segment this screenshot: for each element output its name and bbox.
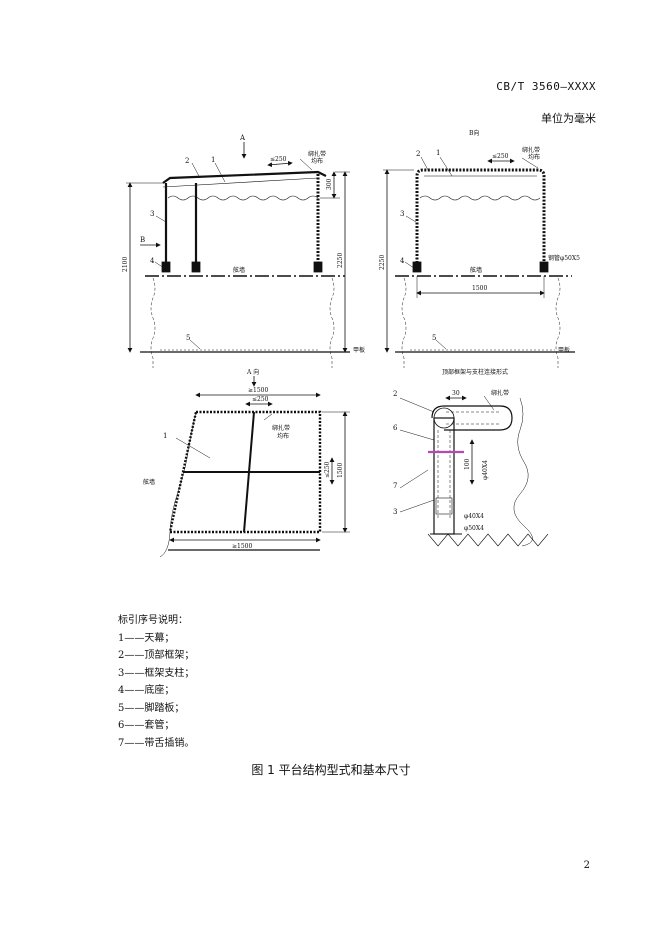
legend-item: 4——底座； (118, 685, 175, 696)
front-callout-3: 3 (150, 210, 154, 218)
plan-top-min-dim: ≥1500 (248, 387, 268, 394)
detail-callout-6: 6 (393, 424, 398, 432)
unit-note: 单位为毫米 (541, 112, 596, 125)
side-deck-label: 甲板 (558, 346, 570, 354)
detail-pipe-top-label: φ40X4 (482, 460, 489, 480)
side-direction-label: B向 (469, 129, 479, 137)
legend-item: 2——顶部框架； (118, 650, 195, 661)
detail-callout-7: 7 (393, 482, 397, 490)
plan-spacing-dim: ≤250 (252, 396, 269, 403)
detail-callout-2: 2 (393, 390, 397, 398)
side-spacing-dim: ≤250 (492, 153, 509, 160)
legend-item: 1——天幕； (118, 632, 175, 644)
standard-code: CB/T 3560—XXXX (496, 80, 596, 93)
side-view (383, 156, 575, 368)
detail-dim-30: 30 (452, 390, 460, 397)
legend-item: 5——脚踏板； (118, 702, 185, 714)
front-view (126, 142, 350, 368)
side-width-dim: 1500 (472, 285, 487, 292)
front-spacing-dim: ≤250 (270, 156, 287, 163)
front-callout-b: B (140, 236, 145, 244)
detail-title: 顶部框架与支柱连接形式 (442, 368, 508, 376)
plan-bulwark-label: 舷墙 (143, 478, 155, 486)
legend-item: 6——套管； (118, 720, 175, 731)
front-deck-label: 甲板 (353, 346, 365, 354)
legend-title: 标引序号说明： (118, 615, 188, 626)
side-callout-1: 1 (436, 149, 440, 157)
front-callout-2: 2 (185, 157, 189, 165)
front-view-labels: A 2 1 3 B 4 5 绑扎带 均布 ≤250 2100 2250 300 … (122, 134, 365, 354)
side-pipe-label: 钢管φ50X5 (548, 254, 580, 262)
front-bulwark-label: 舷墙 (233, 266, 245, 274)
detail-view (399, 395, 549, 547)
detail-view-labels: 顶部框架与支柱连接形式 2 6 7 3 30 绑扎带 100 φ40X4 φ40… (393, 368, 509, 532)
side-height-dim: 2250 (379, 255, 386, 270)
figure-caption: 图 1 平台结构型式和基本尺寸 (251, 763, 411, 777)
legend-item: 3——框架支柱； (118, 667, 195, 679)
side-view-labels: B向 2 1 3 4 5 绑扎带 均布 ≤250 2250 1500 舷墙 甲板… (379, 129, 580, 354)
side-callout-2: 2 (416, 150, 420, 158)
front-callout-4: 4 (150, 257, 155, 265)
front-binding-note: 绑扎带 (308, 150, 326, 158)
side-binding-note: 绑扎带 (522, 146, 540, 154)
plan-even-note: 均布 (277, 432, 289, 440)
side-even-note: 均布 (528, 153, 540, 161)
detail-binding-note: 绑扎带 (491, 389, 509, 397)
front-direction-label: A (239, 134, 246, 142)
detail-dim-100: 100 (464, 458, 471, 470)
side-callout-3: 3 (400, 210, 404, 218)
front-top-dim: 300 (326, 178, 333, 190)
plan-depth-dim: 1500 (337, 463, 344, 478)
page-number: 2 (583, 860, 590, 871)
detail-pipe-mid-label: φ40X4 (464, 513, 484, 520)
plan-callout-1: 1 (163, 432, 167, 440)
side-callout-4: 4 (400, 257, 405, 265)
plan-view (159, 376, 350, 558)
plan-direction-label: A 向 (246, 368, 259, 376)
front-callout-5: 5 (186, 334, 190, 342)
detail-pipe-bottom-label: φ50X4 (464, 525, 484, 532)
front-even-note: 均布 (311, 157, 323, 165)
plan-view-labels: A 向 1 ≥1500 ≤250 ≥1500 1500 ≤250 绑扎带 均布 … (143, 368, 344, 550)
side-callout-5: 5 (432, 334, 436, 342)
side-bulwark-label: 舷墙 (470, 266, 482, 274)
front-total-dim: 2250 (337, 253, 344, 268)
plan-binding-note: 绑扎带 (272, 424, 290, 432)
front-height-dim: 2100 (122, 257, 129, 272)
front-callout-1: 1 (211, 156, 215, 164)
detail-callout-3: 3 (393, 508, 397, 516)
legend-item: 7——带舌插销。 (118, 737, 195, 749)
plan-side-dim: ≤250 (324, 461, 331, 478)
plan-bottom-min-dim: ≥1500 (232, 543, 252, 550)
callout-legend: 标引序号说明： 1——天幕； 2——顶部框架； 3——框架支柱； 4——底座； … (118, 612, 194, 752)
